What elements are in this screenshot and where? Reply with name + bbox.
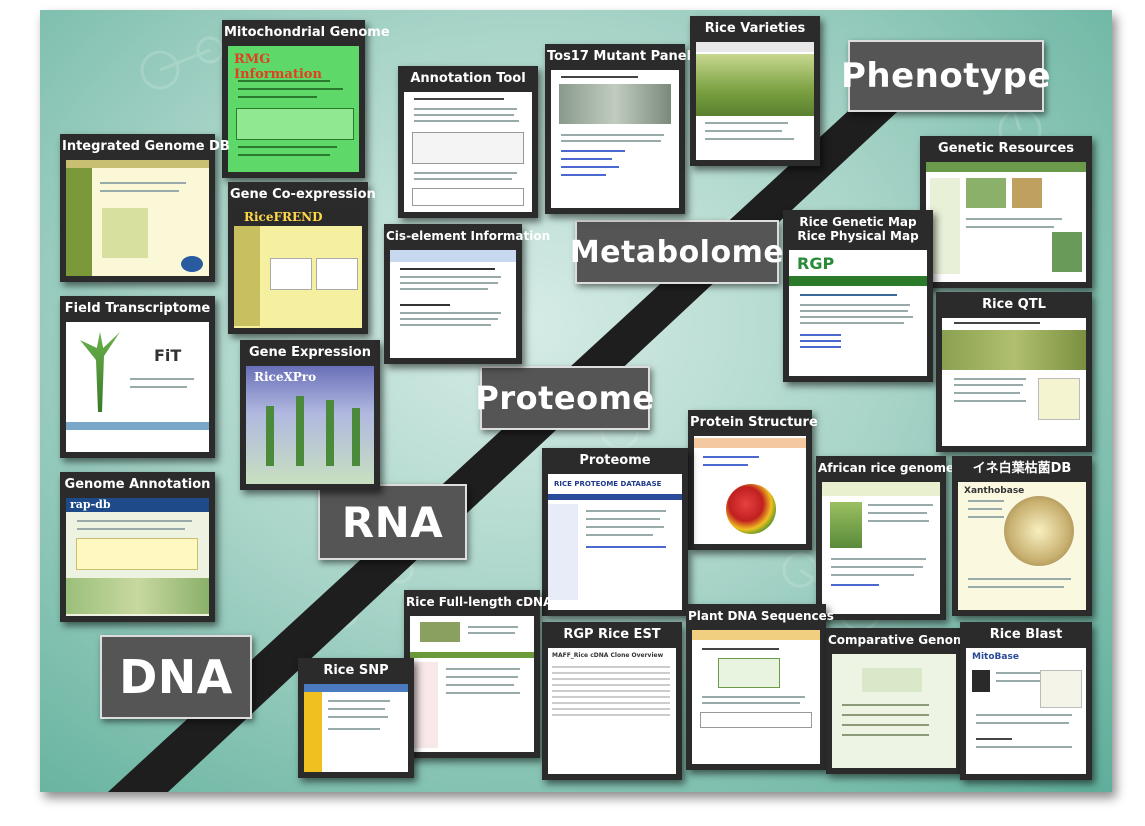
thumb-protein-structure bbox=[694, 436, 806, 544]
ricexpro-logo-text: RiceXPro bbox=[254, 370, 317, 384]
card-african-rice[interactable]: African rice genome bbox=[816, 456, 955, 620]
card-title: Field Transcriptome bbox=[64, 301, 211, 316]
card-protein-structure[interactable]: Protein Structure bbox=[688, 410, 818, 550]
card-title: Rice Genetic Map Rice Physical Map bbox=[783, 210, 933, 245]
stage-rna: RNA bbox=[318, 484, 467, 560]
card-title: Protein Structure bbox=[690, 415, 818, 430]
card-cis-element[interactable]: Cis-element Information bbox=[384, 224, 551, 364]
stage-phenotype-label: Phenotype bbox=[840, 56, 1052, 96]
card-rice-snp[interactable]: Rice SNP bbox=[298, 658, 414, 778]
card-title: Proteome bbox=[579, 453, 651, 468]
card-rice-qtl[interactable]: Rice QTL bbox=[936, 292, 1092, 452]
card-tos17[interactable]: Tos17 Mutant Panel bbox=[545, 44, 692, 214]
card-title-genetic-map: Rice Genetic Map bbox=[799, 215, 917, 229]
card-rice-genetic-physical-map[interactable]: Rice Genetic Map Rice Physical Map RGP bbox=[783, 210, 933, 382]
stage-dna: DNA bbox=[100, 635, 252, 719]
card-rgp-rice-est[interactable]: RGP Rice EST MAFF_Rice cDNA Clone Overvi… bbox=[542, 622, 682, 780]
thumb-rice-fl-cdna bbox=[410, 616, 534, 752]
thumb-annotation-tool bbox=[404, 92, 532, 212]
diagram-canvas: DNA RNA Proteome Metabolome Phenotype Mi… bbox=[40, 10, 1112, 792]
card-title: Rice Blast bbox=[989, 627, 1063, 642]
card-genetic-resources[interactable]: Genetic Resources bbox=[920, 136, 1092, 288]
rapdb-logo-text: rap-db bbox=[70, 498, 111, 511]
card-title: Gene Expression bbox=[248, 345, 371, 360]
card-rice-fl-cdna[interactable]: Rice Full-length cDNA bbox=[404, 590, 553, 758]
thumb-gene-expression: RiceXPro bbox=[246, 366, 374, 484]
rgp-logo-text: RGP bbox=[797, 254, 835, 273]
card-title-physical-map: Rice Physical Map bbox=[797, 229, 919, 243]
stage-proteome-label: Proteome bbox=[475, 379, 655, 417]
thumb-rice-map: RGP bbox=[789, 250, 927, 376]
card-rice-varieties[interactable]: Rice Varieties bbox=[690, 16, 820, 166]
card-proteome-db[interactable]: Proteome RICE PROTEOME DATABASE bbox=[542, 448, 688, 616]
card-gene-coexpression[interactable]: Gene Co-expression RiceFREND bbox=[228, 182, 376, 334]
card-title: RGP Rice EST bbox=[563, 627, 661, 642]
thumb-proteome-db: RICE PROTEOME DATABASE bbox=[548, 474, 682, 610]
stage-metabolome: Metabolome bbox=[570, 220, 784, 284]
card-plant-dna[interactable]: Plant DNA Sequences bbox=[686, 604, 834, 770]
card-title: Mitochondrial Genome bbox=[224, 25, 390, 40]
card-title: Cis-element Information bbox=[386, 229, 551, 243]
card-title: Plant DNA Sequences bbox=[688, 609, 834, 623]
fit-logo-text: FiT bbox=[154, 346, 182, 365]
thumb-plant-dna bbox=[692, 630, 820, 764]
thumb-cis-element bbox=[390, 250, 516, 358]
card-title: Annotation Tool bbox=[410, 71, 526, 86]
card-title: Integrated Genome DB bbox=[62, 139, 230, 154]
card-title: Rice Varieties bbox=[704, 21, 806, 36]
card-title: Rice Full-length cDNA bbox=[406, 595, 553, 609]
rice-proteome-database-text: RICE PROTEOME DATABASE bbox=[554, 480, 662, 488]
card-title: Tos17 Mutant Panel bbox=[547, 49, 692, 64]
thumb-ine-db: Xanthobase bbox=[958, 482, 1086, 610]
thumb-genome-annotation: rap-db bbox=[66, 498, 209, 616]
card-title: Comparative Genomics bbox=[828, 633, 984, 647]
card-title: Rice SNP bbox=[323, 663, 389, 678]
thumb-mitochondrial-genome: RMG Information bbox=[228, 46, 359, 172]
card-title: African rice genome bbox=[818, 461, 955, 475]
rmg-logo-text: RMG Information bbox=[234, 52, 322, 82]
card-mitochondrial-genome[interactable]: Mitochondrial Genome RMG Information bbox=[222, 20, 390, 178]
card-title: Rice QTL bbox=[982, 297, 1046, 312]
thumb-tos17 bbox=[551, 70, 679, 208]
card-genome-annotation[interactable]: Genome Annotation rap-db bbox=[60, 472, 215, 622]
stage-metabolome-label: Metabolome bbox=[569, 234, 785, 270]
stage-dna-label: DNA bbox=[119, 650, 233, 704]
thumb-rice-blast: MitoBase bbox=[966, 648, 1086, 774]
thumb-integrated-genome-db bbox=[66, 160, 209, 276]
mitobase-logo-text: MitoBase bbox=[972, 652, 1019, 662]
thumb-gene-coexpression: RiceFREND bbox=[234, 208, 362, 328]
xanthobase-logo-text: Xanthobase bbox=[964, 486, 1025, 496]
stage-phenotype: Phenotype bbox=[841, 40, 1051, 112]
card-gene-expression[interactable]: Gene Expression RiceXPro bbox=[240, 340, 380, 490]
thumb-comparative-genomics bbox=[832, 654, 956, 768]
card-comparative-genomics[interactable]: Comparative Genomics bbox=[826, 628, 984, 774]
thumb-genetic-resources bbox=[926, 162, 1086, 282]
card-integrated-genome-db[interactable]: Integrated Genome DB bbox=[60, 134, 230, 282]
card-title: Genome Annotation bbox=[64, 477, 211, 492]
card-rice-blast[interactable]: Rice Blast MitoBase bbox=[960, 622, 1092, 780]
thumb-rgp-rice-est: MAFF_Rice cDNA Clone Overview bbox=[548, 648, 676, 774]
card-annotation-tool[interactable]: Annotation Tool bbox=[398, 66, 538, 218]
stage-rna-label: RNA bbox=[341, 497, 444, 547]
card-title: Genetic Resources bbox=[938, 141, 1074, 156]
card-field-transcriptome[interactable]: Field Transcriptome FiT bbox=[60, 296, 215, 458]
thumb-rice-snp bbox=[304, 684, 408, 772]
ricefrend-logo-text: RiceFREND bbox=[244, 210, 323, 224]
thumb-rice-qtl bbox=[942, 318, 1086, 446]
card-ine-db[interactable]: イネ白葉枯菌DB Xanthobase bbox=[952, 456, 1092, 616]
maff-title-text: MAFF_Rice cDNA Clone Overview bbox=[552, 652, 664, 659]
stage-proteome: Proteome bbox=[475, 366, 654, 430]
thumb-field-transcriptome: FiT bbox=[66, 322, 209, 452]
thumb-african-rice bbox=[822, 482, 940, 614]
card-title: イネ白葉枯菌DB bbox=[972, 461, 1072, 476]
card-title: Gene Co-expression bbox=[230, 187, 376, 202]
thumb-rice-varieties bbox=[696, 42, 814, 160]
